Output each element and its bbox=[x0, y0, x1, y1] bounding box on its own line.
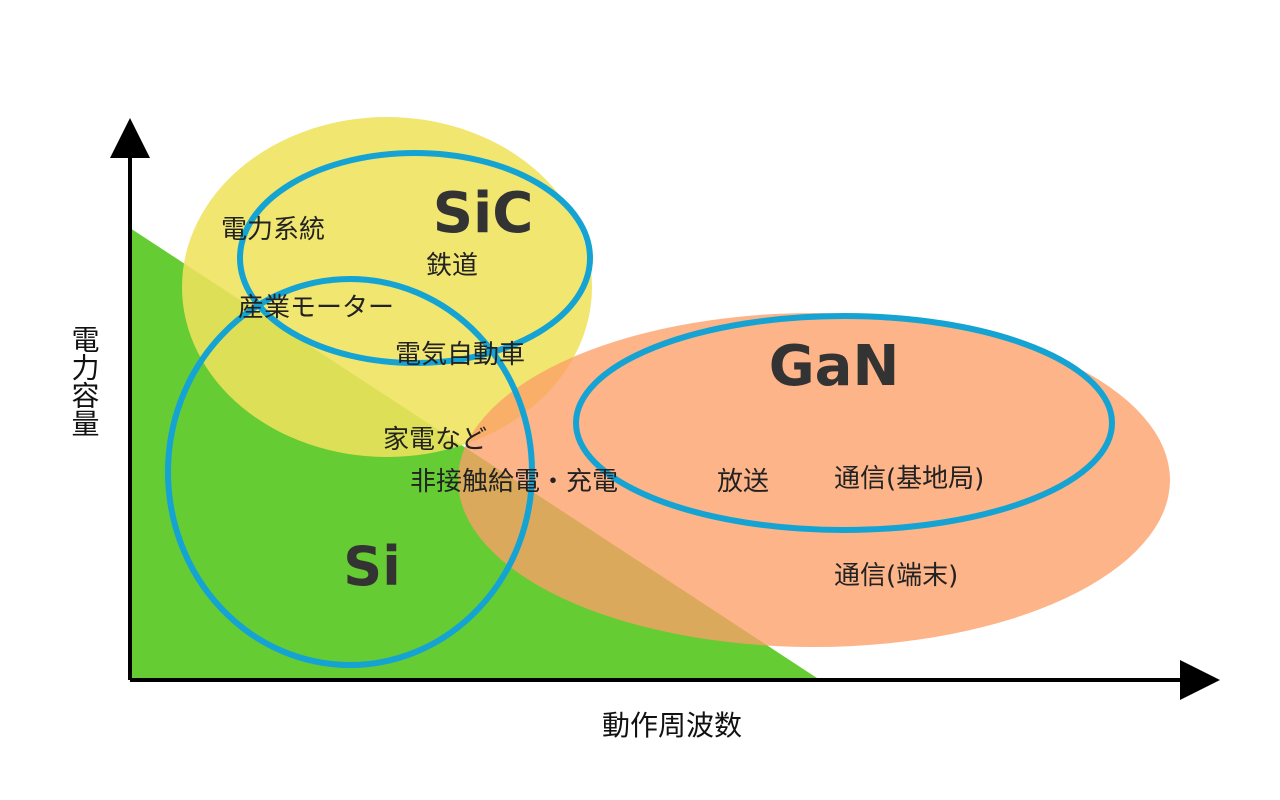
si-outline bbox=[165, 276, 535, 668]
gan-region bbox=[458, 313, 1170, 647]
application-industrial-motor: 産業モーター bbox=[238, 293, 394, 323]
application-broadcasting: 放送 bbox=[717, 467, 769, 497]
application-power-grid: 電力系統 bbox=[221, 215, 325, 245]
sic-outline bbox=[237, 150, 593, 366]
application-railway: 鉄道 bbox=[426, 251, 478, 281]
gan-outline bbox=[573, 313, 1115, 533]
application-electric-vehicle: 電気自動車 bbox=[395, 340, 525, 370]
sic-region bbox=[182, 117, 592, 457]
material-label-sic: SiC bbox=[433, 181, 534, 246]
application-telecom-terminal: 通信(端末) bbox=[834, 561, 958, 591]
material-label-gan: GaN bbox=[769, 334, 900, 399]
application-telecom-base-station: 通信(基地局) bbox=[834, 464, 984, 494]
application-wireless-charging: 非接触給電・充電 bbox=[410, 467, 618, 497]
material-label-si: Si bbox=[343, 535, 400, 598]
y-axis-label: 電力容量 bbox=[68, 325, 101, 437]
x-axis-label: 動作周波数 bbox=[602, 709, 742, 742]
application-home-appliances: 家電など bbox=[383, 425, 487, 455]
